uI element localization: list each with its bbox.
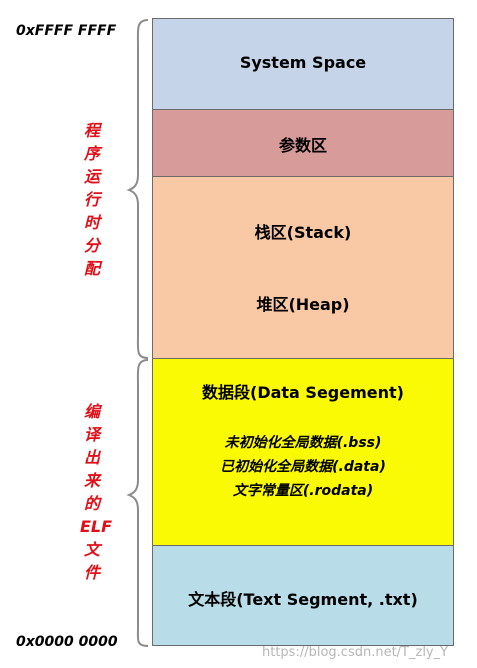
params-label: 参数区 [278,136,327,155]
compile-brace [126,359,149,647]
address-bottom-label: 0x0000 0000 [16,634,118,650]
runtime-brace [126,19,149,359]
text-segment-label: 文本段(Text Segment, .txt) [188,590,418,609]
runtime-label-char: 程 [83,121,100,140]
runtime-label-char: 时 [83,213,100,232]
heap-label: 堆区(Heap) [256,295,350,314]
compile-label-char: 编 [83,402,100,421]
params-segment: 参数区 [152,109,454,177]
compile-label-char: 的 [83,494,100,513]
runtime-allocation-label: 程序运行时分配 [80,119,104,280]
system-space-segment: System Space [152,18,454,110]
stack-heap-segment: 栈区(Stack) 堆区(Heap) [152,176,454,359]
runtime-label-char: 行 [83,190,100,209]
compile-label-char: ELF [80,517,113,536]
stack-label: 栈区(Stack) [254,223,352,242]
runtime-label-char: 配 [83,259,100,278]
rodata-label: 文字常量区(.rodata) [232,483,374,499]
text-segment: 文本段(Text Segment, .txt) [152,545,454,646]
bss-label: 未初始化全局数据(.bss) [224,435,382,451]
system-space-label: System Space [239,53,367,72]
data-label: 已初始化全局数据(.data) [220,459,386,475]
compiled-elf-label: 编译出来的 ELF 文件 [80,400,113,584]
compile-label-char: 来 [83,471,100,490]
compile-label-char: 文 [83,540,100,559]
data-segment-label: 数据段(Data Segement) [202,383,404,402]
runtime-label-char: 分 [83,236,100,255]
runtime-label-char: 运 [83,167,100,186]
address-top-label: 0xFFFF FFFF [16,23,117,39]
compile-label-char: 件 [83,563,100,582]
compile-label-char: 出 [83,448,100,467]
runtime-label-char: 序 [83,144,100,163]
data-segment: 数据段(Data Segement) 未初始化全局数据(.bss) 已初始化全局… [152,358,454,546]
compile-label-char: 译 [83,425,100,444]
watermark: https://blog.csdn.net/T_zly_Y [262,645,449,660]
